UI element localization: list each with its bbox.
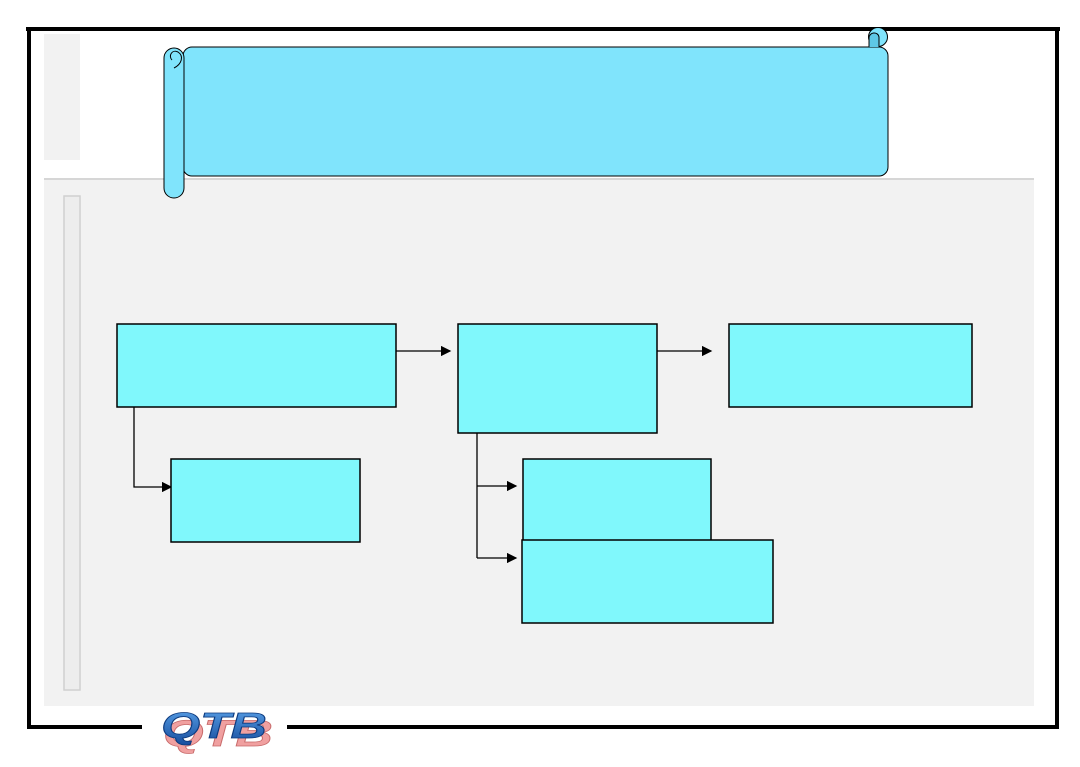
box-5 — [522, 458, 712, 543]
title-banner — [163, 27, 889, 199]
banner-left-curl — [169, 50, 182, 69]
box-1 — [116, 323, 397, 408]
box-2-shape — [457, 323, 658, 434]
box-6 — [521, 539, 774, 624]
box-3-shape — [728, 323, 973, 408]
box-4 — [170, 458, 361, 543]
box-2 — [457, 323, 658, 434]
logo-text: QTB — [161, 707, 266, 747]
banner-right-curl — [868, 32, 880, 47]
qtb-logo: QTB QTB — [161, 706, 274, 755]
box-5-shape — [522, 458, 712, 543]
banner-left-roll — [163, 47, 185, 199]
box-4-shape — [170, 458, 361, 543]
logo-shadow: QTB — [163, 712, 273, 754]
content-panel-inner-strip — [63, 195, 81, 691]
edge-box1-box4 — [133, 376, 173, 493]
title-panel-strip — [44, 34, 80, 160]
box-3 — [728, 323, 973, 408]
box-6-shape — [521, 539, 774, 624]
box-1-shape — [116, 323, 397, 408]
banner-body — [182, 46, 889, 177]
content-panel — [44, 180, 1034, 706]
